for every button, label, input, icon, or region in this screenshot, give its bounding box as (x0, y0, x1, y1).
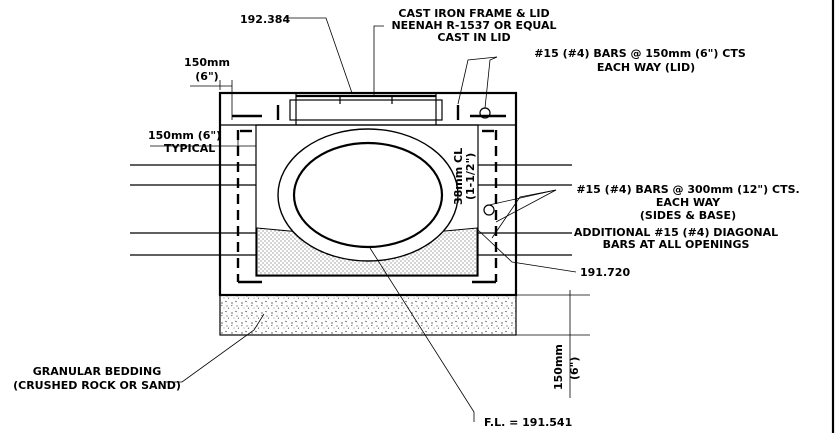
pipe-outer-ellipse (277, 128, 459, 262)
pipe-inner-ellipse (292, 141, 444, 249)
granular-bedding (219, 294, 517, 336)
pipe-left (130, 164, 256, 256)
lid-rebar (232, 105, 506, 120)
wall-dim-label-line2: (6") (195, 70, 218, 83)
side-bars-label-line1: #15 (#4) BARS @ 300mm (12") CTS. (576, 183, 799, 196)
lid-bars-label-line1: #15 (#4) BARS @ 150mm (6") CTS (534, 47, 746, 60)
clearance-label-line1: 38mm CL (452, 148, 465, 205)
wall-rebar (236, 129, 498, 284)
typical-label-line1: 150mm (6") (148, 129, 221, 142)
frame-label-line3: CAST IN LID (437, 31, 510, 44)
frame-label-line2: NEENAH R-1537 OR EQUAL (391, 19, 556, 32)
side-bars-label-line2: EACH WAY (656, 196, 721, 209)
wall-dim-label-line1: 150mm (184, 56, 230, 69)
bedding-label-line2: (CRUSHED ROCK OR SAND) (13, 379, 181, 392)
cast-iron-frame (289, 93, 443, 125)
clearance-label-line2: (1-1/2") (464, 153, 477, 200)
leader-lines (166, 17, 577, 422)
bedding-dimension (516, 290, 590, 398)
wall-thickness-dimension (190, 80, 233, 120)
frame-label-line1: CAST IRON FRAME & LID (398, 7, 549, 20)
bedding-dim-label-line1: 150mm (552, 344, 565, 390)
typical-label-line2: TYPICAL (164, 142, 215, 155)
elevation-mid-label: 191.720 (580, 266, 630, 279)
lid-bars-label-line2: EACH WAY (LID) (597, 61, 695, 74)
diagonal-bars-label-line2: BARS AT ALL OPENINGS (603, 238, 750, 251)
elevation-top-label: 192.384 (240, 13, 290, 26)
pipe-right (478, 164, 572, 256)
typical-dimension (150, 140, 257, 152)
flow-line-label: F.L. = 191.541 (484, 416, 572, 429)
side-bars-label-line3: (SIDES & BASE) (640, 209, 736, 222)
bedding-label-line1: GRANULAR BEDDING (33, 365, 161, 378)
bedding-dim-label-line2: (6") (568, 357, 581, 380)
diagonal-bars-label-line1: ADDITIONAL #15 (#4) DIAGONAL (574, 226, 778, 239)
